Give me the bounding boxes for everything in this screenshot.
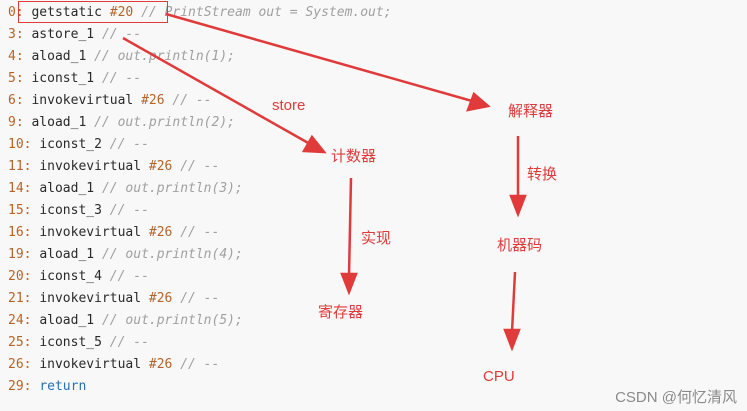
label-implement: 实现: [361, 230, 392, 247]
arrowhead: [466, 91, 491, 112]
code-line: 16: invokevirtual #26 // --: [8, 225, 220, 240]
label-register: 寄存器: [318, 304, 364, 321]
code-line: 6: invokevirtual #26 // --: [8, 93, 212, 108]
arrow-to-interpreter: [165, 12, 473, 103]
code-line: 15: iconst_3 // --: [8, 203, 149, 218]
label-machine-code: 机器码: [497, 237, 543, 254]
code-line: 29: return: [8, 379, 87, 394]
arrowhead: [509, 194, 527, 218]
code-line: 25: iconst_5 // --: [8, 335, 149, 350]
label-interpreter: 解释器: [508, 103, 554, 120]
code-line: 26: invokevirtual #26 // --: [8, 357, 220, 372]
code-line: 3: astore_1 // --: [8, 27, 142, 42]
code-line: 5: iconst_1 // --: [8, 71, 142, 86]
label-counter: 计数器: [331, 148, 377, 165]
code-line: 21: invokevirtual #26 // --: [8, 291, 220, 306]
arrowhead: [340, 272, 358, 296]
code-line: 9: aload_1 // out.println(2);: [8, 115, 235, 130]
arrowhead: [301, 134, 327, 154]
code-line: 0: getstatic #20 // PrintStream out = Sy…: [8, 5, 392, 20]
label-convert: 转换: [527, 166, 558, 183]
code-line: 19: aload_1 // out.println(4);: [8, 247, 243, 262]
arrow-counter-to-register: [347, 177, 353, 277]
label-store: store: [272, 97, 306, 114]
code-line: 24: aload_1 // out.println(5);: [8, 313, 243, 328]
code-line: 14: aload_1 // out.println(3);: [8, 181, 243, 196]
watermark: CSDN @何忆清风: [615, 389, 737, 406]
arrowhead: [503, 328, 521, 352]
code-line: 20: iconst_4 // --: [8, 269, 149, 284]
label-cpu: CPU: [483, 368, 515, 385]
arrow-machine-code-to-cpu: [510, 271, 517, 333]
highlight-box: [18, 1, 168, 23]
code-line: 11: invokevirtual #26 // --: [8, 159, 220, 174]
arrow-to-counter: [122, 36, 311, 146]
code-line: 10: iconst_2 // --: [8, 137, 149, 152]
